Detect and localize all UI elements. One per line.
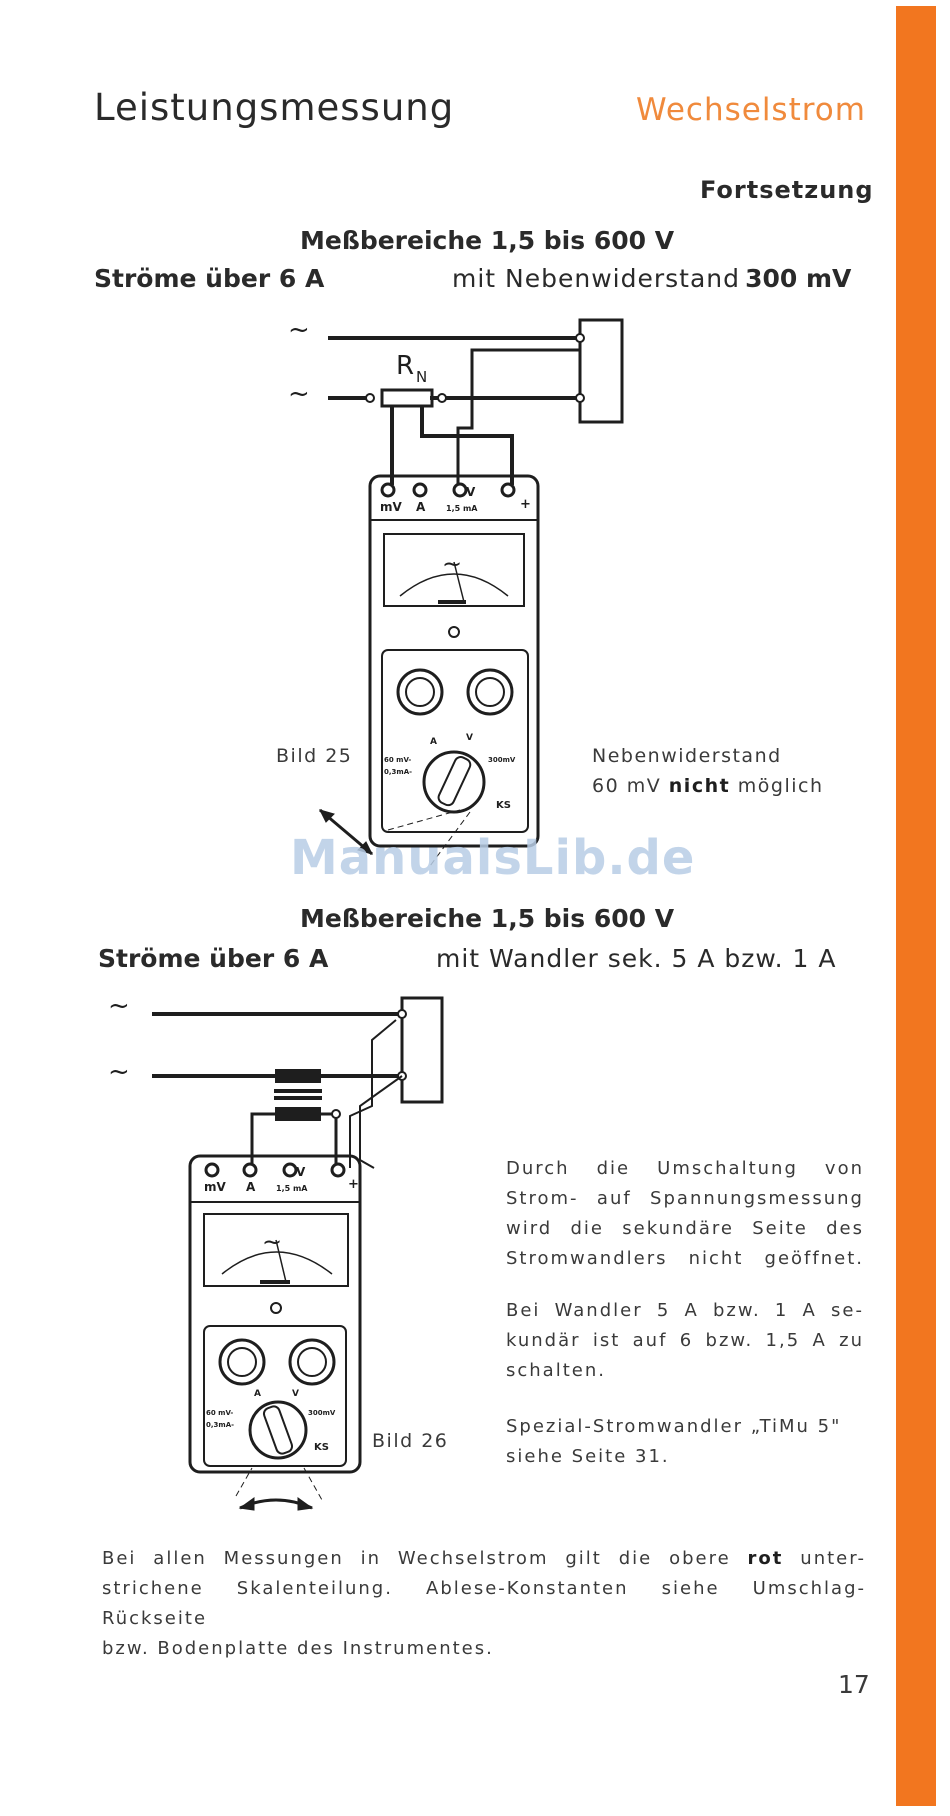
footer-red-word: rot xyxy=(747,1548,784,1569)
terminal-mv-label: mV xyxy=(380,500,403,514)
section-title: Wechselstrom xyxy=(636,92,866,128)
wiring-diagram-transformer: ~ ~ xyxy=(108,991,444,1511)
terminal-v-label-2: V xyxy=(296,1165,306,1179)
meter-ac-symbol: ~ xyxy=(442,550,462,578)
figure-label-26: Bild 26 xyxy=(372,1430,449,1452)
shunt-note-nicht: nicht xyxy=(668,775,731,797)
ac-symbol-bottom: ~ xyxy=(288,379,310,409)
watermark: ManualsLib.de xyxy=(290,830,696,886)
switch-v-label-2: V xyxy=(292,1389,299,1399)
section1-currents: Ströme über 6 A xyxy=(94,264,325,293)
section2-range: Meßbereiche 1,5 bis 600 V xyxy=(300,904,675,933)
footer-line: Bei allen Messungen in Wechselstrom gilt… xyxy=(102,1544,866,1574)
footer-line: bzw. Bodenplatte des Instrumentes. xyxy=(102,1638,494,1659)
orange-edge-tab xyxy=(896,6,936,1806)
paragraph-line: Spezial-Stromwandler „TiMu 5" xyxy=(506,1416,842,1437)
paragraph-line: Strom- auf Spannungsmessung xyxy=(506,1188,864,1209)
wiring-diagram-shunt: ~ ~ xyxy=(288,315,624,867)
paragraph-line: wird die sekundäre Seite des xyxy=(506,1218,864,1239)
resistor-subscript: N xyxy=(416,368,427,386)
page-title: Leistungsmessung xyxy=(94,86,455,129)
shunt-note-line2: 60 mV nicht möglich xyxy=(592,775,824,797)
transformer-primary xyxy=(275,1069,321,1083)
section2-method: mit Wandler sek. 5 A bzw. 1 A xyxy=(436,944,837,973)
footer-line1-text: Bei allen Messungen in Wechselstrom gilt… xyxy=(102,1548,731,1569)
paragraph-line: schalten. xyxy=(506,1360,606,1381)
paragraph-special-transformer: Spezial-Stromwandler „TiMu 5" siehe Seit… xyxy=(506,1412,864,1472)
shunt-resistor xyxy=(380,388,434,408)
footer-note: Bei allen Messungen in Wechselstrom gilt… xyxy=(102,1544,866,1664)
meter-ac-symbol-2: ~ xyxy=(262,1228,282,1256)
section1-range: Meßbereiche 1,5 bis 600 V xyxy=(300,226,675,255)
switch-60mv-label-2: 60 mV- xyxy=(206,1409,233,1417)
switch-300mv-label: 300mV xyxy=(488,756,516,764)
switch-a-label: A xyxy=(430,737,437,747)
terminal-a-label: A xyxy=(416,500,426,514)
section2-currents: Ströme über 6 A xyxy=(98,944,329,973)
terminal-15ma-label-2: 1,5 mA xyxy=(276,1184,308,1193)
load-box-2 xyxy=(400,996,444,1104)
transformer-secondary xyxy=(275,1107,321,1121)
terminal-plus-label: + xyxy=(520,497,531,512)
paragraph-transformer: Bei Wandler 5 A bzw. 1 A se- kundär ist … xyxy=(506,1296,864,1386)
shunt-note-line1: Nebenwiderstand xyxy=(592,745,782,767)
switch-ks-label: KS xyxy=(496,800,511,811)
continued-label: Fortsetzung xyxy=(700,176,874,204)
shunt-note-moeglich: möglich xyxy=(737,775,824,797)
shunt-note-60mv: 60 mV xyxy=(592,775,662,797)
ac-symbol-top-2: ~ xyxy=(108,991,130,1021)
switch-a-label-2: A xyxy=(254,1389,261,1399)
section1-method-prefix: mit Nebenwiderstand xyxy=(452,264,741,293)
paragraph-switching: Durch die Umschaltung von Strom- auf Spa… xyxy=(506,1154,864,1274)
paragraph-line: siehe Seite 31. xyxy=(506,1446,670,1467)
ac-symbol-bottom-2: ~ xyxy=(108,1057,130,1087)
paragraph-line: Stromwandlers nicht geöffnet. xyxy=(506,1248,864,1269)
switch-60mv-label: 60 mV- xyxy=(384,756,411,764)
switch-03ma-label: 0,3mA- xyxy=(384,768,412,776)
footer-line: strichene Skalenteilung. Ablese-Konstant… xyxy=(102,1578,866,1629)
switch-03ma-label-2: 0,3mA- xyxy=(206,1421,234,1429)
page-number: 17 xyxy=(838,1670,870,1699)
paragraph-line: kundär ist auf 6 bzw. 1,5 A zu xyxy=(506,1330,864,1351)
switch-ks-label-2: KS xyxy=(314,1442,329,1453)
terminal-mv-label-2: mV xyxy=(204,1180,227,1194)
paragraph-line: Bei Wandler 5 A bzw. 1 A se- xyxy=(506,1300,864,1321)
resistor-label: R xyxy=(396,351,414,381)
section1-method-value: 300 mV xyxy=(745,264,852,293)
paragraph-line: Durch die Umschaltung von xyxy=(506,1158,864,1179)
terminal-a-label-2: A xyxy=(246,1180,256,1194)
terminal-plus-label-2: + xyxy=(348,1177,359,1192)
switch-300mv-label-2: 300mV xyxy=(308,1409,336,1417)
section1-method: mit Nebenwiderstand 300 mV xyxy=(452,264,851,293)
instrument-body-1 xyxy=(368,474,540,848)
terminal-15ma-label: 1,5 mA xyxy=(446,504,478,513)
terminal-v-label: V xyxy=(466,485,476,499)
instrument-body-2 xyxy=(188,1154,362,1474)
load-box xyxy=(578,318,624,424)
switch-v-label: V xyxy=(466,733,473,743)
ac-symbol-top: ~ xyxy=(288,315,310,345)
footer-line1-end: unter- xyxy=(800,1548,866,1569)
figure-label-25: Bild 25 xyxy=(276,745,353,767)
